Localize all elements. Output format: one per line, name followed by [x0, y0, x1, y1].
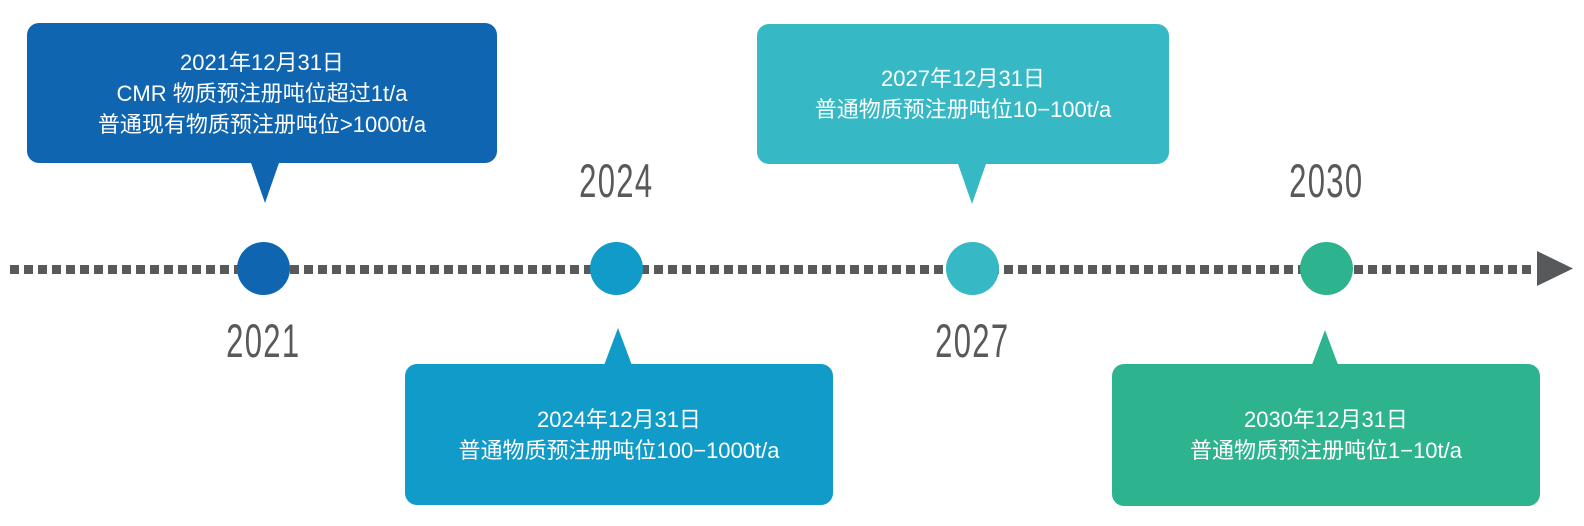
year-label-2021-text: 2021	[225, 314, 301, 367]
callout-2021-date: 2021年12月31日	[180, 49, 344, 75]
year-label-2021: 2021	[163, 316, 363, 366]
callout-2024-tail	[603, 328, 633, 368]
year-label-2030-text: 2030	[1288, 154, 1364, 207]
callout-2030-date: 2030年12月31日	[1244, 407, 1408, 432]
callout-2030-line-2: 普通物质预注册吨位1−10t/a	[1189, 438, 1462, 463]
callout-2027-line-2: 普通物质预注册吨位10−100t/a	[814, 97, 1112, 122]
timeline-axis	[10, 265, 1536, 274]
callout-2024-line-2: 普通物质预注册吨位100−1000t/a	[458, 437, 780, 463]
milestone-dot-2024	[590, 242, 643, 295]
callout-2021-tail	[250, 160, 280, 203]
callout-2027: 2027年12月31日 普通物质预注册吨位10−100t/a	[757, 24, 1169, 164]
callout-2030-tail	[1310, 330, 1340, 370]
callout-2027-tail	[957, 161, 987, 204]
year-label-2027: 2027	[872, 316, 1072, 366]
callout-2030: 2030年12月31日 普通物质预注册吨位1−10t/a	[1112, 364, 1540, 506]
year-label-2030: 2030	[1226, 156, 1426, 206]
milestone-dot-2027	[946, 242, 999, 295]
callout-2024-date: 2024年12月31日	[537, 406, 701, 432]
milestone-dot-2030	[1300, 242, 1353, 295]
year-label-2027-text: 2027	[934, 314, 1010, 367]
callout-2021-line-3: 普通现有物质预注册吨位>1000t/a	[97, 111, 427, 137]
year-label-2024-text: 2024	[578, 154, 654, 207]
year-label-2024: 2024	[516, 156, 716, 206]
callout-2024: 2024年12月31日 普通物质预注册吨位100−1000t/a	[405, 364, 833, 505]
callout-2027-date: 2027年12月31日	[881, 66, 1045, 91]
arrow-right-icon	[1537, 251, 1573, 286]
callout-2021-line-2: CMR 物质预注册吨位超过1t/a	[116, 80, 408, 106]
milestone-dot-2021	[237, 242, 290, 295]
callout-2021: 2021年12月31日 CMR 物质预注册吨位超过1t/a 普通现有物质预注册吨…	[27, 23, 497, 163]
